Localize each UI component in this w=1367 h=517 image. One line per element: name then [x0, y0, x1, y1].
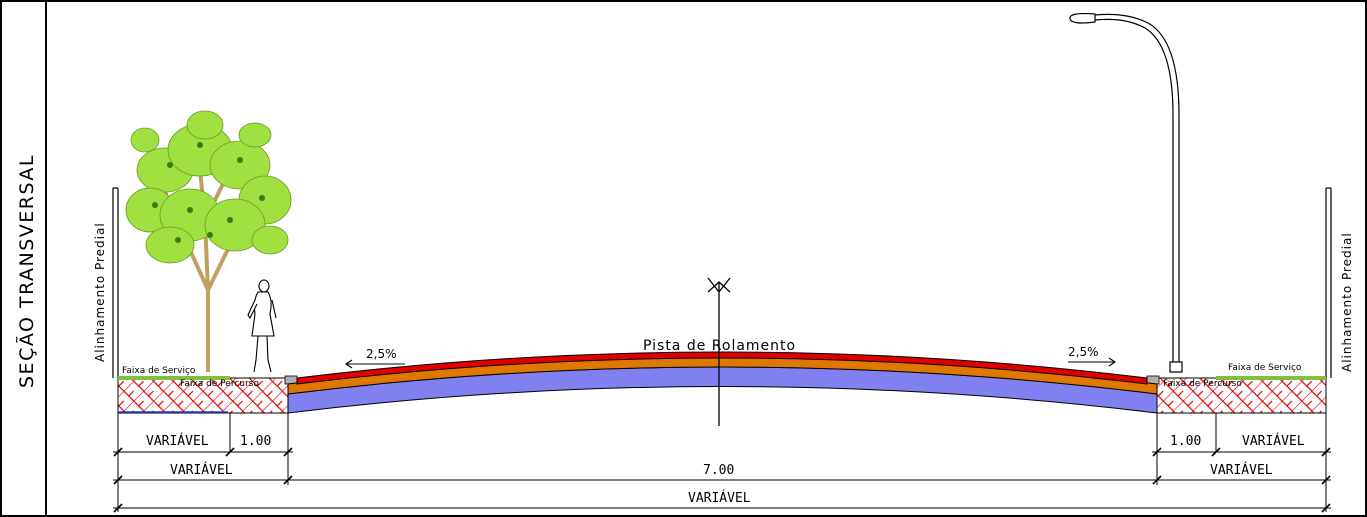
- alinhamento-right-label: Alinhamento Predial: [1340, 232, 1354, 372]
- dim-row3-total: VARIÁVEL: [688, 490, 751, 506]
- alinhamento-predial-left: [112, 187, 119, 378]
- faixa-percurso-right-label: Faixa de Percurso: [1163, 379, 1242, 389]
- slope-arrow-right: [1068, 357, 1116, 367]
- alinhamento-predial-right: [1325, 187, 1332, 378]
- dim-row1-left-100: 1.00: [240, 434, 271, 449]
- slope-arrow-left: [345, 359, 405, 369]
- pedestrian-illustration: [247, 279, 277, 373]
- faixa-servico-right-label: Faixa de Serviço: [1228, 363, 1302, 373]
- dim-row2-right: VARIÁVEL: [1210, 462, 1273, 478]
- faixa-servico-left-label: Faixa de Serviço: [122, 366, 196, 376]
- sidewalk-right-hatch: [1156, 377, 1327, 414]
- sidewalk-left-hatch: [117, 377, 289, 414]
- dimension-lines: [113, 413, 1331, 513]
- dim-row2-center: 7.00: [703, 463, 734, 478]
- slope-left-label: 2,5%: [366, 347, 397, 361]
- pavement: [287, 351, 1158, 414]
- alinhamento-left-label: Alinhamento Predial: [93, 222, 107, 362]
- dim-row1-right-variavel: VARIÁVEL: [1242, 433, 1305, 449]
- section-title: SEÇÃO TRANSVERSAL: [15, 154, 38, 388]
- center-axis: [707, 277, 731, 426]
- pista-label: Pista de Rolamento: [643, 338, 796, 354]
- tree-illustration: [125, 110, 292, 372]
- slope-right-label: 2,5%: [1068, 345, 1099, 359]
- dim-row1-right-100: 1.00: [1170, 434, 1201, 449]
- street-light: [1069, 12, 1183, 373]
- dim-row1-left-variavel: VARIÁVEL: [146, 433, 209, 449]
- faixa-percurso-left-label: Faixa de Percurso: [180, 379, 259, 389]
- dim-row2-left: VARIÁVEL: [170, 462, 233, 478]
